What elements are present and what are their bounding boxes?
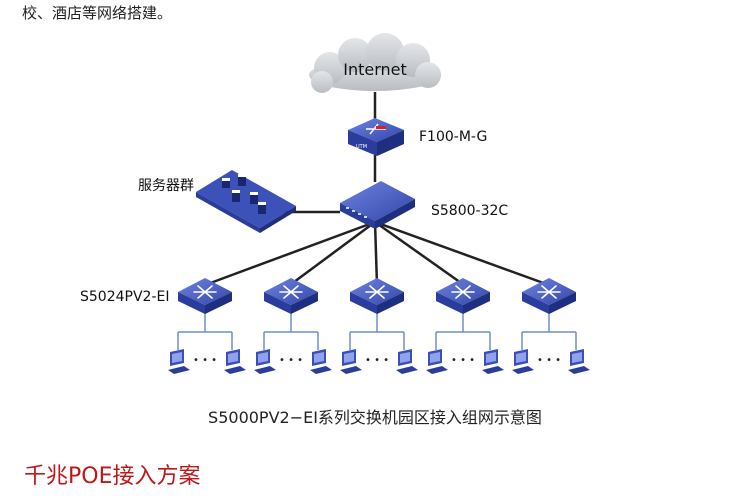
section-heading: 千兆POE接入方案 [24,464,201,489]
lan-wiring [263,308,319,350]
core-switch-icon [340,181,415,229]
access-switch-label: S5024PV2-EI [80,289,170,305]
access-switch-icon [178,278,232,314]
firewall-badge: UTM [356,144,367,150]
core-switch-label: S5800-32C [431,203,509,219]
internet-label: Internet [343,60,407,79]
pc-icon [512,349,534,374]
pc-icon [254,349,276,374]
diagram-caption: S5000PV2−EI系列交换机园区接入组网示意图 [208,408,542,427]
server-group-icon [196,170,296,233]
pc-icon [482,349,504,374]
pc-icon [426,349,448,374]
pc-icon [310,349,332,374]
server-group-label: 服务器群 [138,178,194,194]
pc-ellipsis: • • • [279,355,303,366]
internet-cloud [309,33,441,93]
lan-wiring [435,308,491,350]
lan-wiring [349,308,405,350]
pc-ellipsis: • • • [365,355,389,366]
access-switch-icon [436,278,490,314]
pc-icon [396,349,418,374]
lan-wiring [177,308,233,350]
pc-ellipsis: • • • [193,355,217,366]
access-switch-icon [522,278,576,314]
intro-text: 校、酒店等网络搭建。 [22,4,173,22]
pc-ellipsis: • • • [451,355,475,366]
access-switch-icon [350,278,404,314]
lan-wiring [521,308,577,350]
pc-icon [168,349,190,374]
pc-ellipsis: • • • [537,355,561,366]
pc-icon [340,349,362,374]
firewall-icon: UTM [348,118,404,156]
firewall-label: F100-M-G [419,129,488,145]
pc-icon [568,349,590,374]
access-switch-icon [264,278,318,314]
downlink-lines [204,220,550,287]
pc-icon [224,349,246,374]
